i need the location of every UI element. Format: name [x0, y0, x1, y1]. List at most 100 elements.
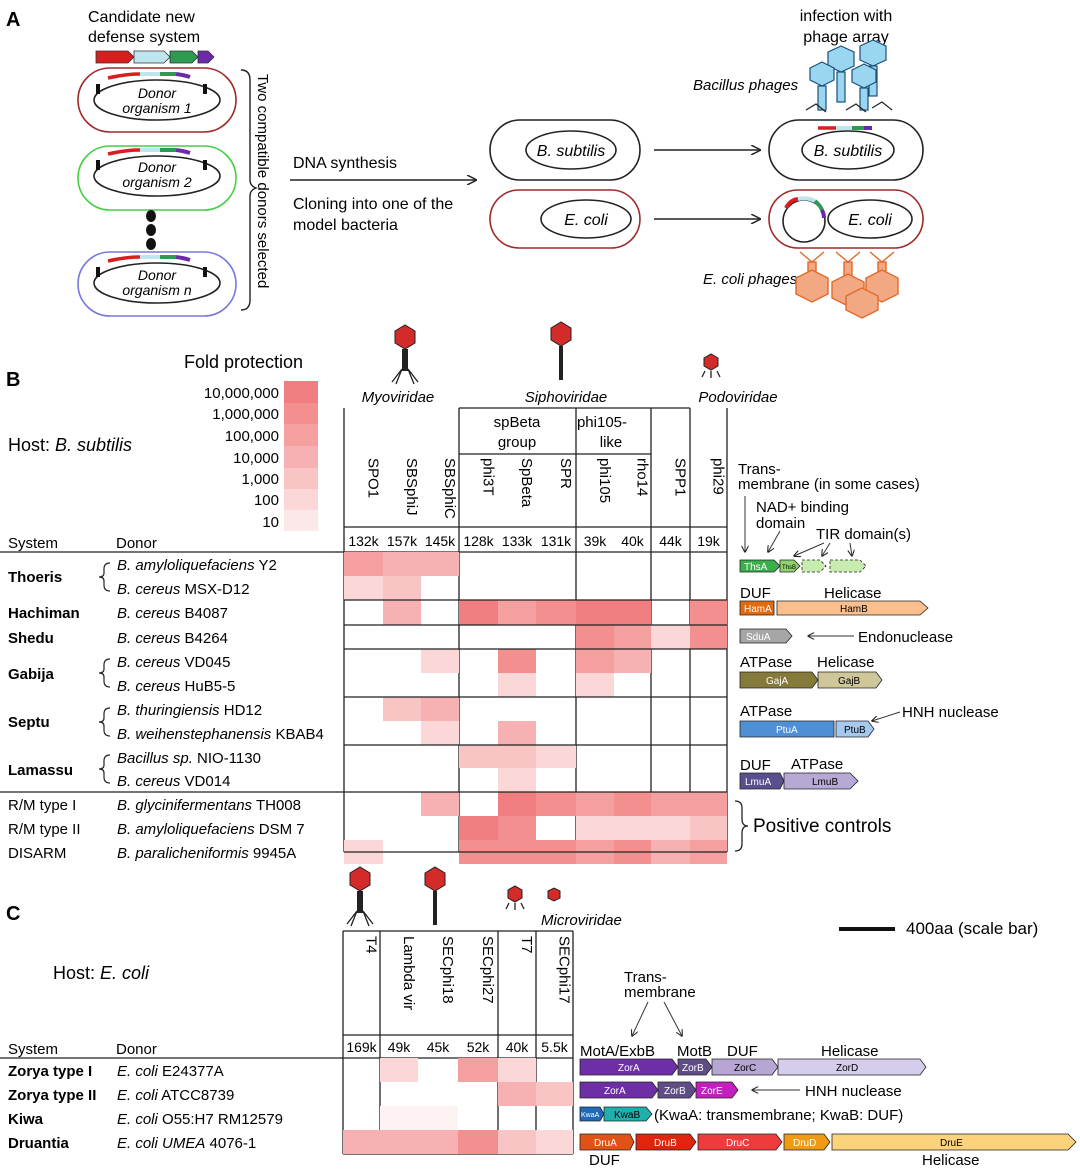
host-ec-label: E. coli [564, 212, 608, 229]
b-phage-label: phi29 [710, 458, 727, 495]
gene-zorB-1: ZorB [682, 1063, 704, 1074]
donor-organism-n: Donor organism n [77, 251, 237, 317]
b-heat-cell [614, 600, 651, 625]
panel-b-letter: B [6, 369, 20, 391]
panel-b: B Fold protection 10,000,000 1,000,000 1… [0, 321, 999, 864]
infected-bs-label: B. subtilis [814, 143, 882, 160]
b-donor-label: Bacillus sp. NIO-1130 [117, 750, 261, 767]
b-donor-label: B. cereus HuB5-5 [117, 678, 235, 695]
c-phage-size: 40k [506, 1039, 530, 1055]
b-heat-cell [576, 625, 614, 649]
b-heat-cell [498, 816, 536, 840]
gene-thsB: ThsB [782, 565, 796, 571]
ellipsis-dots [146, 210, 156, 250]
legend-title: Fold protection [184, 352, 303, 372]
b-phage-size: 145k [425, 533, 456, 549]
c-system-label: Zorya type II [8, 1087, 96, 1104]
ann-c-transmembrane-2: membrane [624, 984, 696, 1001]
group-spbeta-1: spBeta [494, 414, 541, 431]
c-system-label: Zorya type I [8, 1063, 92, 1080]
b-heat-cell [651, 625, 690, 649]
legend-swatch-4 [284, 468, 318, 489]
b-heat-cell [690, 792, 727, 816]
fold-protection-legend: 10,000,000 1,000,000 100,000 10,000 1,00… [204, 381, 318, 531]
b-phage-size: 44k [659, 533, 683, 549]
ann-b-transmembrane-2: membrane (in some cases) [738, 476, 920, 493]
b-heat-cell [576, 673, 614, 697]
b-heat-cell [498, 768, 536, 792]
legend-label-0: 10,000,000 [204, 385, 279, 402]
candidate-gene-cluster [95, 50, 215, 64]
infected-ec-label: E. coli [848, 212, 892, 229]
b-heat-cell [614, 792, 651, 816]
c-heat-cell [498, 1082, 536, 1106]
b-heat-cell [498, 745, 536, 768]
legend-label-6: 10 [262, 514, 279, 531]
gene-ptuB: PtuB [844, 725, 866, 736]
c-heat-cell [418, 1130, 458, 1154]
c-sipho-icon [424, 866, 446, 925]
siphoviridae-icon [550, 321, 572, 380]
gene-gajB: GajB [838, 676, 861, 687]
ann-c-hnh: HNH nuclease [805, 1083, 902, 1100]
legend-swatch-6 [284, 510, 318, 531]
positive-controls-bracket [734, 800, 749, 852]
infection-label-1: infection with [800, 8, 893, 25]
group-phi105-2: like [600, 434, 623, 451]
ann-c-motB: MotB [677, 1043, 712, 1060]
c-gene-annotations: Trans- membrane MotA/ExbB MotB DUF Helic… [579, 969, 1077, 1169]
gene-hamA: HamA [744, 604, 772, 615]
gene-zorD: ZorD [836, 1063, 858, 1074]
c-heat-cell [380, 1106, 418, 1130]
panel-c-letter: C [6, 903, 20, 925]
gene-lmuA: LmuA [745, 777, 771, 788]
gene-lmuB: LmuB [812, 777, 838, 788]
c-phage-label: SECphi18 [439, 936, 456, 1004]
gene-gajA: GajA [766, 676, 789, 687]
b-system-label: R/M type I [8, 797, 76, 814]
b-heat-cell [421, 552, 459, 576]
donor-1-label-2: organism 1 [122, 100, 191, 116]
b-system-label: Shedu [8, 630, 54, 647]
b-donor-label: B. amyloliquefaciens DSM 7 [117, 821, 305, 838]
donor-organism-2: Donor organism 2 [77, 145, 237, 211]
b-heat-cell [498, 649, 536, 673]
gene-zorA-1: ZorA [618, 1063, 640, 1074]
b-phage-label: SPO1 [365, 458, 382, 498]
b-phage-size: 133k [502, 533, 533, 549]
donor-n-label-2: organism n [122, 282, 191, 298]
c-donor-label: E. coli E24377A [117, 1063, 224, 1080]
b-heat-cell [498, 792, 536, 816]
b-donor-label: B. cereus B4087 [117, 605, 228, 622]
c-heat-cell [380, 1058, 418, 1082]
c-col-system: System [8, 1041, 58, 1058]
b-donor-label: B. amyloliquefaciens Y2 [117, 557, 277, 574]
legend-swatch-5 [284, 489, 318, 510]
gene-zorC: ZorC [734, 1063, 756, 1074]
ecoli-phage-icons [795, 251, 899, 319]
c-grid-lines [0, 930, 574, 1155]
b-heat-cell [383, 600, 421, 625]
donor-n-label-1: Donor [138, 267, 177, 283]
host-bs-label: B. subtilis [537, 143, 605, 160]
b-heat-cell [690, 625, 727, 649]
c-heat-cell [458, 1058, 498, 1082]
ann-b-endonuclease: Endonuclease [858, 629, 953, 646]
ann-c-duf-bottom: DUF [589, 1152, 620, 1169]
host-label-b: Host: B. subtilis [8, 435, 132, 455]
b-heat-cell [690, 816, 727, 840]
c-phage-size: 49k [388, 1039, 412, 1055]
b-heat-cell [614, 649, 651, 673]
gene-kwaA: KwaA [581, 1112, 600, 1119]
host-label-c: Host: E. coli [53, 963, 150, 983]
b-heat-cell [576, 792, 614, 816]
b-system-label: Hachiman [8, 605, 80, 622]
b-heat-cell [614, 625, 651, 649]
b-heat-cell [576, 649, 614, 673]
family-microviridae: Microviridae [541, 912, 622, 929]
infected-ecoli-cell: E. coli [768, 189, 924, 249]
